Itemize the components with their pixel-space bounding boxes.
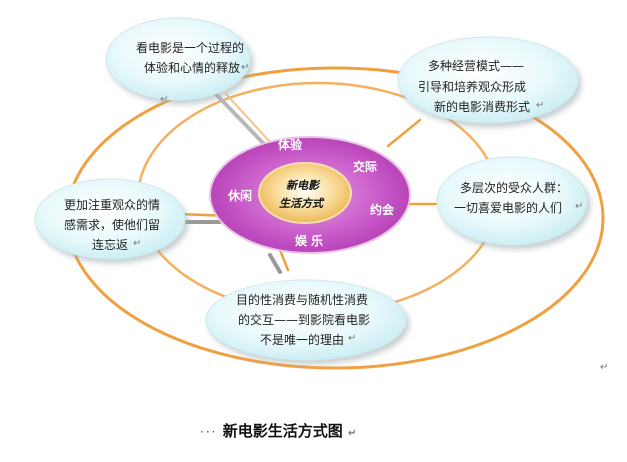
bubble-top-right-line: 新的电影消费形式 <box>434 100 531 114</box>
paragraph-mark-icon: ↵ <box>241 62 250 73</box>
core-ellipse <box>258 162 352 224</box>
paragraph-mark-icon: ↵ <box>575 201 584 212</box>
bubble-bottom-line: 的交互——到影院看电影 <box>238 313 371 327</box>
bubble-left <box>34 178 186 260</box>
ring-label-dating: 约会 <box>370 203 395 217</box>
paragraph-mark-icon: ↵ <box>160 94 169 105</box>
bubble-right <box>436 156 588 246</box>
bubble-top-right <box>397 36 579 124</box>
paragraph-mark-icon: ↵ <box>600 362 609 373</box>
caption-text: 新电影生活方式图 <box>222 422 343 440</box>
caption-leader-dots: ··· <box>200 425 218 439</box>
ring-label-leisure: 休闲 <box>228 189 253 203</box>
bubble-bottom-line: 目的性消费与随机性消费 <box>236 293 369 307</box>
paragraph-mark-icon: ↵ <box>133 238 142 249</box>
core-title-line1: 新电影 <box>286 179 319 192</box>
bubble-top-right-line: 引导和培养观众形成 <box>418 80 527 94</box>
bubble-right-line: 一切喜爱电影的人们 <box>454 201 563 215</box>
bubble-top-left-line: 体验和心情的释放 <box>144 61 241 75</box>
bubble-left-line: 连忘返 <box>92 238 129 252</box>
figure-caption: ··· 新电影生活方式图 ↵ <box>200 420 356 441</box>
ring-label-experience: 体验 <box>278 138 303 152</box>
bubble-bottom <box>205 279 407 361</box>
ring-label-social: 交际 <box>353 160 378 174</box>
bubble-top-right-line: 多种经营模式—— <box>428 59 525 73</box>
bubble-bottom-line: 不是唯一的理由 <box>260 333 345 347</box>
bubble-top-left-line: 看电影是一个过程的 <box>136 41 245 55</box>
core-title-line2: 生活方式 <box>279 197 323 210</box>
bubble-left-line: 感需求，使他们留 <box>64 218 161 232</box>
bubble-right-line: 多层次的受众人群： <box>460 181 569 195</box>
bubble-left-line: 更加注重观众的情 <box>64 198 161 212</box>
paragraph-mark-icon: ↵ <box>348 333 357 344</box>
ring-label-entertainment: 娱乐 <box>295 234 328 248</box>
bubble-top-left <box>105 17 251 101</box>
paragraph-mark-icon: ↵ <box>347 428 357 439</box>
paragraph-mark-icon: ↵ <box>536 100 545 111</box>
